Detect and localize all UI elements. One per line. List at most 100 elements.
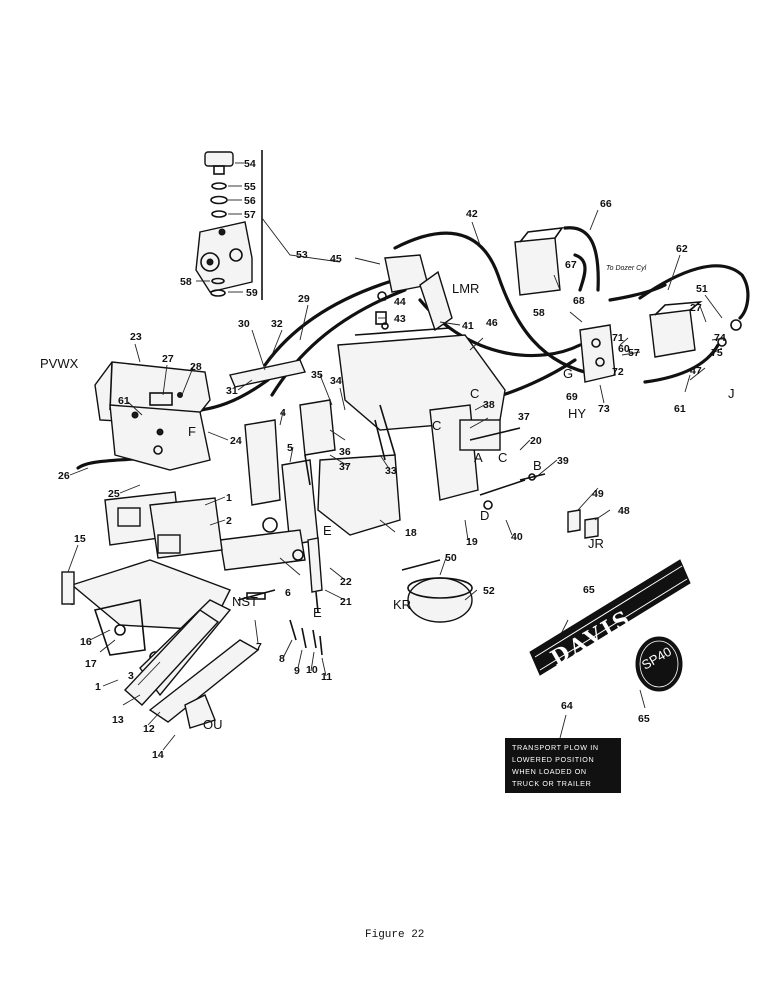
code-g: G xyxy=(563,366,573,381)
right-side-parts xyxy=(401,226,742,623)
transport-line-2: LOWERED POSITION xyxy=(512,755,594,764)
control-box-23 xyxy=(94,361,211,471)
code-e2: E xyxy=(313,605,322,620)
sp40-decal: SP40 xyxy=(635,636,683,692)
callout-label: 65 xyxy=(638,713,650,725)
callout-label: 59 xyxy=(246,287,258,299)
control-valve-74 xyxy=(579,324,616,383)
callout-label: 46 xyxy=(486,317,498,329)
callout-label: 30 xyxy=(238,318,250,330)
code-jr: JR xyxy=(588,536,604,551)
callout-label: 10 xyxy=(306,664,318,676)
callout-label: 28 xyxy=(190,361,202,373)
callout-label: 4 xyxy=(280,407,286,419)
main-frame xyxy=(219,322,526,613)
callout-label: 33 xyxy=(385,465,397,477)
bracket-42 xyxy=(419,270,453,332)
callout-label: 5 xyxy=(287,442,293,454)
callout-label: 58 xyxy=(533,307,545,319)
code-f: F xyxy=(188,424,196,439)
callout-label: 32 xyxy=(271,318,283,330)
callout-label: 11 xyxy=(321,671,332,683)
callout-label: 23 xyxy=(130,331,142,343)
pump-60 xyxy=(514,237,561,296)
hose-29a xyxy=(263,278,397,367)
code-c1: C xyxy=(470,386,479,401)
skid-14 xyxy=(148,639,260,723)
hose-69 xyxy=(573,253,587,292)
washer-57b xyxy=(210,289,226,297)
lift-bracket-4 xyxy=(244,419,281,506)
callout-label: 56 xyxy=(244,195,256,207)
callout-label: 61 xyxy=(674,403,686,415)
callout-label: 31 xyxy=(226,385,238,397)
code-e1: E xyxy=(323,523,332,538)
callout-label: 57 xyxy=(628,347,640,359)
callout-label: 58 xyxy=(180,276,192,288)
end-plate-15 xyxy=(61,571,75,605)
mount-plate-18 xyxy=(317,454,401,536)
callout-label: 71 xyxy=(612,332,624,344)
callout-label: 2 xyxy=(226,515,232,527)
o-ring-56 xyxy=(211,182,227,190)
figure-caption: Figure 22 xyxy=(365,929,424,941)
blade-assembly xyxy=(61,491,323,729)
code-j: J xyxy=(728,386,735,401)
callout-label: 66 xyxy=(600,198,612,210)
callout-label: 16 xyxy=(80,636,92,648)
code-a: A xyxy=(474,450,483,465)
callout-label: 44 xyxy=(394,296,406,308)
callout-label: 27 xyxy=(690,302,702,314)
callout-label: 48 xyxy=(618,505,630,517)
callout-label: 15 xyxy=(74,533,86,545)
callout-label: 54 xyxy=(244,158,256,170)
callout-label: 68 xyxy=(573,295,585,307)
callout-label: 29 xyxy=(298,293,310,305)
callout-numbers: 55 xyxy=(0,0,12,3)
callout-label: 6 xyxy=(285,587,291,599)
callout-label: 53 xyxy=(296,249,308,261)
callout-label: 19 xyxy=(466,536,478,548)
callout-label: 74 xyxy=(714,332,726,344)
callout-label: 26 xyxy=(58,470,70,482)
callout-label: 17 xyxy=(85,658,97,670)
callout-label: 73 xyxy=(598,403,610,415)
to-dozer-cyl-note: To Dozer Cyl xyxy=(606,265,647,272)
frame-beam xyxy=(337,334,506,431)
callout-label: 49 xyxy=(592,488,604,500)
callout-label: 14 xyxy=(152,749,164,761)
clip-50 xyxy=(567,509,581,533)
valve-assembly-inset xyxy=(195,150,263,300)
code-c3: C xyxy=(498,450,507,465)
strap-51 xyxy=(401,559,441,571)
callout-label: 62 xyxy=(676,243,688,255)
code-ou: OU xyxy=(203,717,223,732)
transport-line-1: TRANSPORT PLOW IN xyxy=(512,743,599,752)
callout-label: 3 xyxy=(128,670,134,682)
callout-label: 34 xyxy=(330,375,342,387)
letter-codes: PVWX LMR C C C A B D E E F G HY JR J KR … xyxy=(40,281,735,732)
callout-label: 18 xyxy=(405,527,417,539)
solenoid-59 xyxy=(649,309,696,358)
callout-label: 69 xyxy=(566,391,578,403)
code-nst: NST xyxy=(232,594,258,609)
code-b: B xyxy=(533,458,542,473)
callout-label: 22 xyxy=(340,576,352,588)
code-hy: HY xyxy=(568,406,586,421)
o-ring-58b xyxy=(211,277,225,285)
pin-31 xyxy=(229,359,306,388)
callout-label: 7 xyxy=(256,641,262,653)
callout-label: 40 xyxy=(511,531,523,543)
hose-64 xyxy=(638,264,750,320)
valve-block xyxy=(375,254,453,332)
callout-label: 45 xyxy=(330,253,342,265)
callout-label: 1 xyxy=(95,681,101,693)
knob-55 xyxy=(204,151,234,167)
callout-label: 38 xyxy=(483,399,495,411)
callout-label: 25 xyxy=(108,488,120,500)
callout-label: 65 xyxy=(583,584,595,596)
callout-label: 47 xyxy=(690,365,702,377)
cover-52 xyxy=(407,577,473,623)
callout-label: 39 xyxy=(557,455,569,467)
